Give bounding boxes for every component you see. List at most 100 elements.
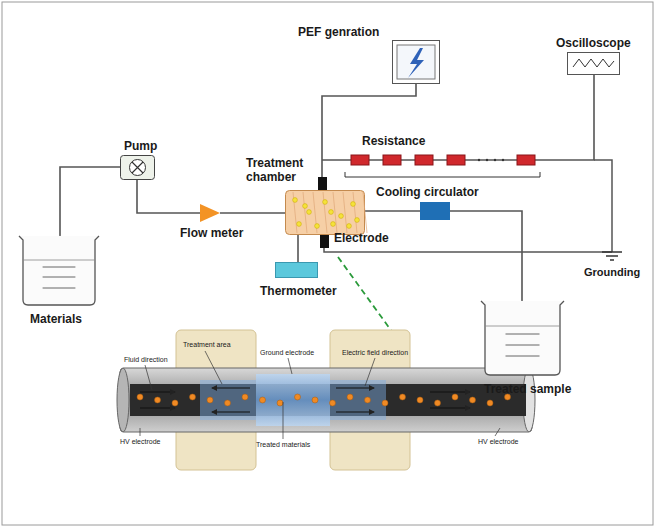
inset-label: HV electrode	[120, 438, 160, 446]
part-label: Electrode	[334, 232, 389, 246]
drawing-path	[408, 48, 424, 78]
drawing-circle	[330, 400, 336, 406]
drawing-path	[132, 162, 143, 173]
drawing-rect	[393, 41, 440, 84]
drawing-line	[506, 334, 540, 335]
drawing-path	[481, 301, 564, 375]
drawing-rect	[415, 155, 433, 165]
drawing-circle	[130, 160, 146, 176]
drawing-line	[323, 192, 327, 233]
drawing-circle	[339, 214, 344, 219]
drawing-circle	[303, 204, 308, 209]
drawing-line	[288, 358, 292, 374]
drawing-line	[430, 392, 470, 393]
drawing-line	[283, 402, 284, 439]
drawing-circle	[329, 210, 334, 215]
pipe-line	[540, 75, 594, 160]
node-shape	[420, 202, 450, 220]
drawing-circle	[293, 198, 298, 203]
node-shape	[392, 40, 440, 84]
pipe-line	[365, 210, 420, 212]
pipe-line	[60, 167, 120, 235]
cooling-box: Cooling circulator	[420, 202, 450, 220]
drawing-circle	[400, 394, 406, 400]
pipe-line	[137, 180, 200, 213]
beaker: Treated sample	[480, 300, 565, 375]
node-shape	[567, 52, 620, 75]
drawing-circle	[435, 400, 441, 406]
ground-symbol	[602, 252, 622, 260]
drawing-line	[293, 192, 297, 233]
drawing-rect	[286, 191, 365, 235]
drawing-circle	[355, 218, 360, 223]
drawing-circle	[260, 397, 266, 403]
node-label: Flow meter	[180, 226, 243, 240]
resistance-wire	[322, 159, 345, 161]
drawing-circle	[331, 222, 336, 227]
drawing-line	[363, 192, 367, 233]
drawing-g	[137, 394, 511, 406]
drawing-circle	[478, 159, 480, 161]
drawing-line	[606, 255, 618, 257]
drawing-rect	[120, 368, 532, 432]
beaker: Materials	[18, 235, 100, 305]
drawing-path	[19, 236, 99, 305]
node-label: Resistance	[362, 134, 425, 148]
chamber-inset	[117, 330, 535, 470]
drawing-rect	[276, 263, 318, 278]
drawing-line	[205, 351, 222, 384]
drawing-line	[43, 277, 76, 278]
leader-lines	[140, 351, 500, 439]
pump-box: Pump	[120, 155, 155, 180]
drawing-circle	[307, 210, 312, 215]
inset-label: Treated materials	[256, 441, 310, 449]
node-label: Materials	[30, 312, 82, 326]
drawing-rect	[517, 155, 535, 165]
thermometer-box: Thermometer	[275, 262, 318, 278]
node-label: Treated sample	[484, 382, 571, 396]
drawing-line	[140, 428, 141, 436]
drawing-circle	[347, 224, 352, 229]
drawing-rect	[330, 330, 410, 374]
drawing-rect	[330, 380, 386, 420]
drawing-rect	[176, 330, 256, 374]
drawing-ellipse	[117, 368, 129, 432]
inset-label: HV electrode	[478, 438, 518, 446]
drawing-line	[212, 412, 250, 413]
ground-wire	[594, 160, 612, 252]
node-shape	[120, 155, 155, 180]
drawing-line	[343, 192, 347, 233]
pipe-line	[220, 212, 285, 214]
drawing-circle	[295, 394, 301, 400]
drawing-g	[478, 159, 504, 161]
drawing-line	[365, 358, 375, 386]
node-shape	[18, 235, 100, 305]
drawing-circle	[452, 394, 458, 400]
oscilloscope-box: Oscilloscope	[567, 52, 620, 75]
drawing-path	[573, 59, 614, 67]
node-shape	[345, 152, 540, 168]
drawing-circle	[172, 400, 178, 406]
drawing-line	[353, 192, 357, 233]
node-label: Treatment chamber	[246, 156, 314, 184]
drawing-line	[43, 267, 76, 268]
node-label: Pump	[124, 139, 157, 153]
drawing-line	[23, 260, 95, 261]
part-label: Grounding	[584, 266, 640, 279]
drawing-circle	[155, 397, 161, 403]
drawing-circle	[207, 397, 213, 403]
drawing-circle	[312, 397, 318, 403]
drawing-line	[336, 412, 374, 413]
drawing-circle	[315, 224, 320, 229]
drawing-line	[336, 388, 374, 389]
resistor-chain: Resistance	[345, 152, 540, 168]
inset-label: Ground electrode	[260, 349, 314, 357]
drawing-rect	[200, 380, 256, 420]
drawing-circle	[137, 394, 143, 400]
drawing-circle	[351, 202, 356, 207]
drawing-line	[140, 392, 175, 393]
drawing-line	[485, 326, 560, 327]
drawing-circle	[502, 159, 504, 161]
